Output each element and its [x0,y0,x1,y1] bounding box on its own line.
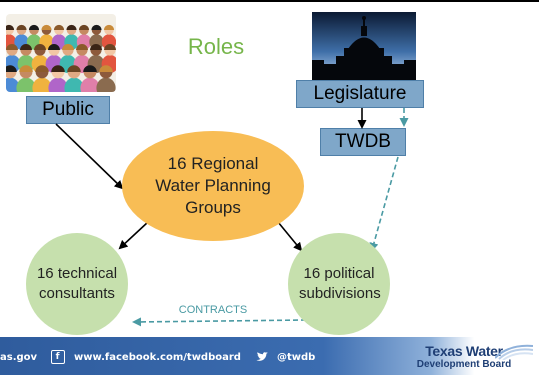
dashed-twdb-to-subdivisions [369,156,399,252]
crowd-image [6,14,116,92]
facebook-icon: f [50,350,65,364]
rwpg-label: 16 Regional Water Planning Groups [155,154,271,217]
top-rule [0,0,539,2]
public-box: Public [26,96,110,124]
facebook-link[interactable]: www.facebook.com/twdboard [74,351,241,363]
logo-subtitle: Development Board [416,359,512,370]
logo-wave-icon [495,344,533,360]
subdivisions-label: 16 political subdivisions [299,265,381,302]
arrow-rwpg-to-consultants [118,221,149,250]
twitter-handle[interactable]: @twdb [276,351,316,363]
capitol-image [312,12,416,84]
consultants-label: 16 technical consultants [36,265,118,302]
legislature-box: Legislature [296,80,424,108]
consultants-node: 16 technical consultants [26,233,128,335]
subdivisions-node: 16 political subdivisions [288,233,390,335]
twitter-icon [256,352,269,361]
website-link[interactable]: as.gov [0,351,38,363]
logo-title: Texas Water [425,343,503,359]
twdb-logo: Texas Water Development Board [394,344,534,374]
footer-links: as.gov f www.facebook.com/twdboard @twdb [0,350,315,364]
arrow-public-to-rwpg [55,123,124,190]
slide-title: Roles [187,34,245,59]
footer-bar: as.gov f www.facebook.com/twdboard @twdb [0,337,539,375]
arrow-rwpg-to-subdivisions [277,221,303,252]
contracts-label: CONTRACTS [178,304,248,316]
dashed-contracts-arrow [132,317,307,327]
rwpg-node: 16 Regional Water Planning Groups [122,131,304,241]
